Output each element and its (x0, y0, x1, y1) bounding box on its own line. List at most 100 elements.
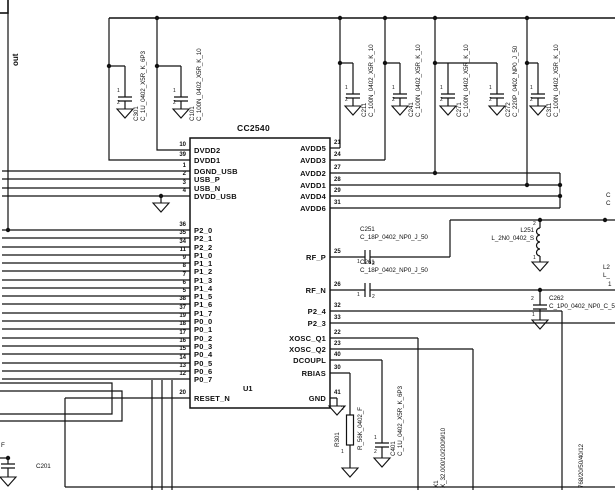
terminal-mark: 2 (530, 97, 533, 103)
pin-label-P2_1: P2_1 (194, 234, 213, 243)
pin-number-17: 17 (179, 330, 186, 336)
terminal-mark: 1 (533, 255, 536, 261)
pin-label-AVDD4: AVDD4 (300, 192, 326, 201)
resistor-R301-symbol (345, 414, 355, 446)
component-ref-R301: R301 (334, 432, 341, 447)
pin-number-26: 26 (334, 282, 341, 288)
pin-number-29: 29 (334, 188, 341, 194)
pin-number-11: 11 (179, 247, 186, 253)
component-value: C_18P_0402_NP0_J_50 (360, 266, 428, 274)
pin-label-P1_3: P1_3 (194, 276, 213, 285)
pin-label-P1_1: P1_1 (194, 259, 213, 268)
pin-number-14: 14 (179, 355, 186, 361)
pin-number-31: 31 (334, 200, 341, 206)
component-value: L_2N0_0402_S (491, 234, 534, 242)
pin-number-1: 1 (182, 163, 186, 169)
pin-number-21: 21 (334, 140, 341, 146)
junction-dots (5, 15, 608, 461)
pin-number-24: 24 (334, 152, 341, 158)
component-value: C_100N_0402_X5R_K_10 (196, 48, 203, 121)
clipped-inductor-label-fragment: 1 (608, 281, 612, 288)
terminal-mark: 2 (531, 296, 534, 302)
component-label-C101: C101 C_100N_0402_X5R_K_10 (189, 48, 203, 121)
pin-number-22: 22 (334, 330, 341, 336)
ground-icon (531, 261, 549, 272)
clipped-cap-label-fragment: C (606, 200, 611, 207)
pin-number-23: 23 (334, 341, 341, 347)
pin-number-3: 3 (182, 180, 186, 186)
terminal-mark: 1 (173, 88, 176, 94)
pin-number-7: 7 (182, 272, 186, 278)
terminal-mark: 1 (345, 85, 348, 91)
component-ref: C301 (133, 106, 140, 121)
terminal-mark: 1 (489, 85, 492, 91)
pin-label-P1_0: P1_0 (194, 251, 213, 260)
clipped-inductor-label-fragment: L_ (603, 272, 610, 279)
pin-label-AVDD2: AVDD2 (300, 169, 326, 178)
clipped-inductor-label-fragment: L2 (603, 264, 610, 271)
inductor-L251-symbol (535, 227, 541, 257)
pin-label-AVDD1: AVDD1 (300, 181, 326, 190)
pin-number-16: 16 (179, 338, 186, 344)
component-ref: C241 (408, 102, 415, 117)
component-value: C_100N_0402_X5R_K_10 (368, 44, 375, 117)
terminal-mark: 2 (533, 221, 536, 227)
pin-label-P2_2: P2_2 (194, 243, 213, 252)
terminal-mark: 2 (117, 100, 120, 106)
pin-label-XOSC_Q1: XOSC_Q1 (289, 334, 326, 343)
terminal-mark: 2 (392, 97, 395, 103)
wires-left (0, 13, 615, 490)
clipped-component-top-left (0, 0, 9, 14)
component-label-C262: C262 C_1P0_0402_NP0_C_5 (549, 295, 615, 310)
ground-icon (531, 319, 549, 330)
pin-number-27: 27 (334, 165, 341, 171)
pin-label-USB_N: USB_N (194, 184, 221, 193)
ground-icon (172, 108, 190, 119)
component-value: C_100N_0402_X5R_K_10 (415, 44, 422, 117)
pin-label-P2_3: P2_3 (307, 319, 326, 328)
pin-label-DVDD2: DVDD2 (194, 146, 221, 155)
component-label-C401: C401 C_1U_0402_X5R_K_6P3 (390, 386, 404, 456)
pin-number-35: 35 (179, 230, 186, 236)
pin-label-P0_7: P0_7 (194, 375, 213, 384)
component-ref: X1 (433, 480, 440, 488)
pin-number-28: 28 (334, 177, 341, 183)
component-label-X1: X1 X_32.000/10/200/9/10 (433, 428, 447, 488)
component-value: C_100N_0402_X5R_K_10 (463, 44, 470, 117)
component-value: C_1P0_0402_NP0_C_5 (549, 302, 615, 310)
ground-icon (152, 202, 170, 213)
terminal-mark: 1 (357, 259, 360, 265)
component-label-C311: C311 C_100N_0402_X5R_K_10 (546, 44, 560, 117)
pin-label-AVDD5: AVDD5 (300, 144, 326, 153)
pin-number-38: 38 (179, 296, 186, 302)
pin-number-34: 34 (179, 239, 186, 245)
component-ref: C262 (549, 295, 564, 302)
component-label-C251: C251 C_18P_0402_NP0_J_50 (360, 226, 428, 241)
pin-label-P1_4: P1_4 (194, 284, 213, 293)
terminal-mark: 1 (357, 292, 360, 298)
terminal-mark: 2 (489, 97, 492, 103)
terminal-mark: 2 (374, 449, 377, 455)
pin-number-8: 8 (182, 263, 186, 269)
pin-number-33: 33 (334, 315, 341, 321)
chip-body (189, 137, 331, 409)
pin-label-P0_4: P0_4 (194, 350, 213, 359)
component-label-C211: C211 C_100N_0402_X5R_K_10 (361, 44, 375, 117)
terminal-mark: 1 (440, 85, 443, 91)
pin-label-RF_N: RF_N (305, 286, 326, 295)
pin-number-2: 2 (182, 171, 186, 177)
ground-icon (116, 108, 134, 119)
component-value: C_18P_0402_NP0_J_50 (360, 233, 428, 241)
pin-number-19: 19 (179, 313, 186, 319)
pin-label-P0_0: P0_0 (194, 317, 213, 326)
component-label-C272: C272 C_220P_0402_NP0_J_50 (505, 46, 519, 117)
ground-icon (391, 105, 409, 116)
pin-number-30: 30 (334, 365, 341, 371)
ground-icon (344, 105, 362, 116)
terminal-mark: 2 (345, 97, 348, 103)
pin-label-GND: GND (308, 394, 326, 403)
pin-label-P1_2: P1_2 (194, 267, 213, 276)
terminal-mark: 1 (117, 88, 120, 94)
component-value: X_32.000/10/200/9/10 (440, 428, 447, 488)
